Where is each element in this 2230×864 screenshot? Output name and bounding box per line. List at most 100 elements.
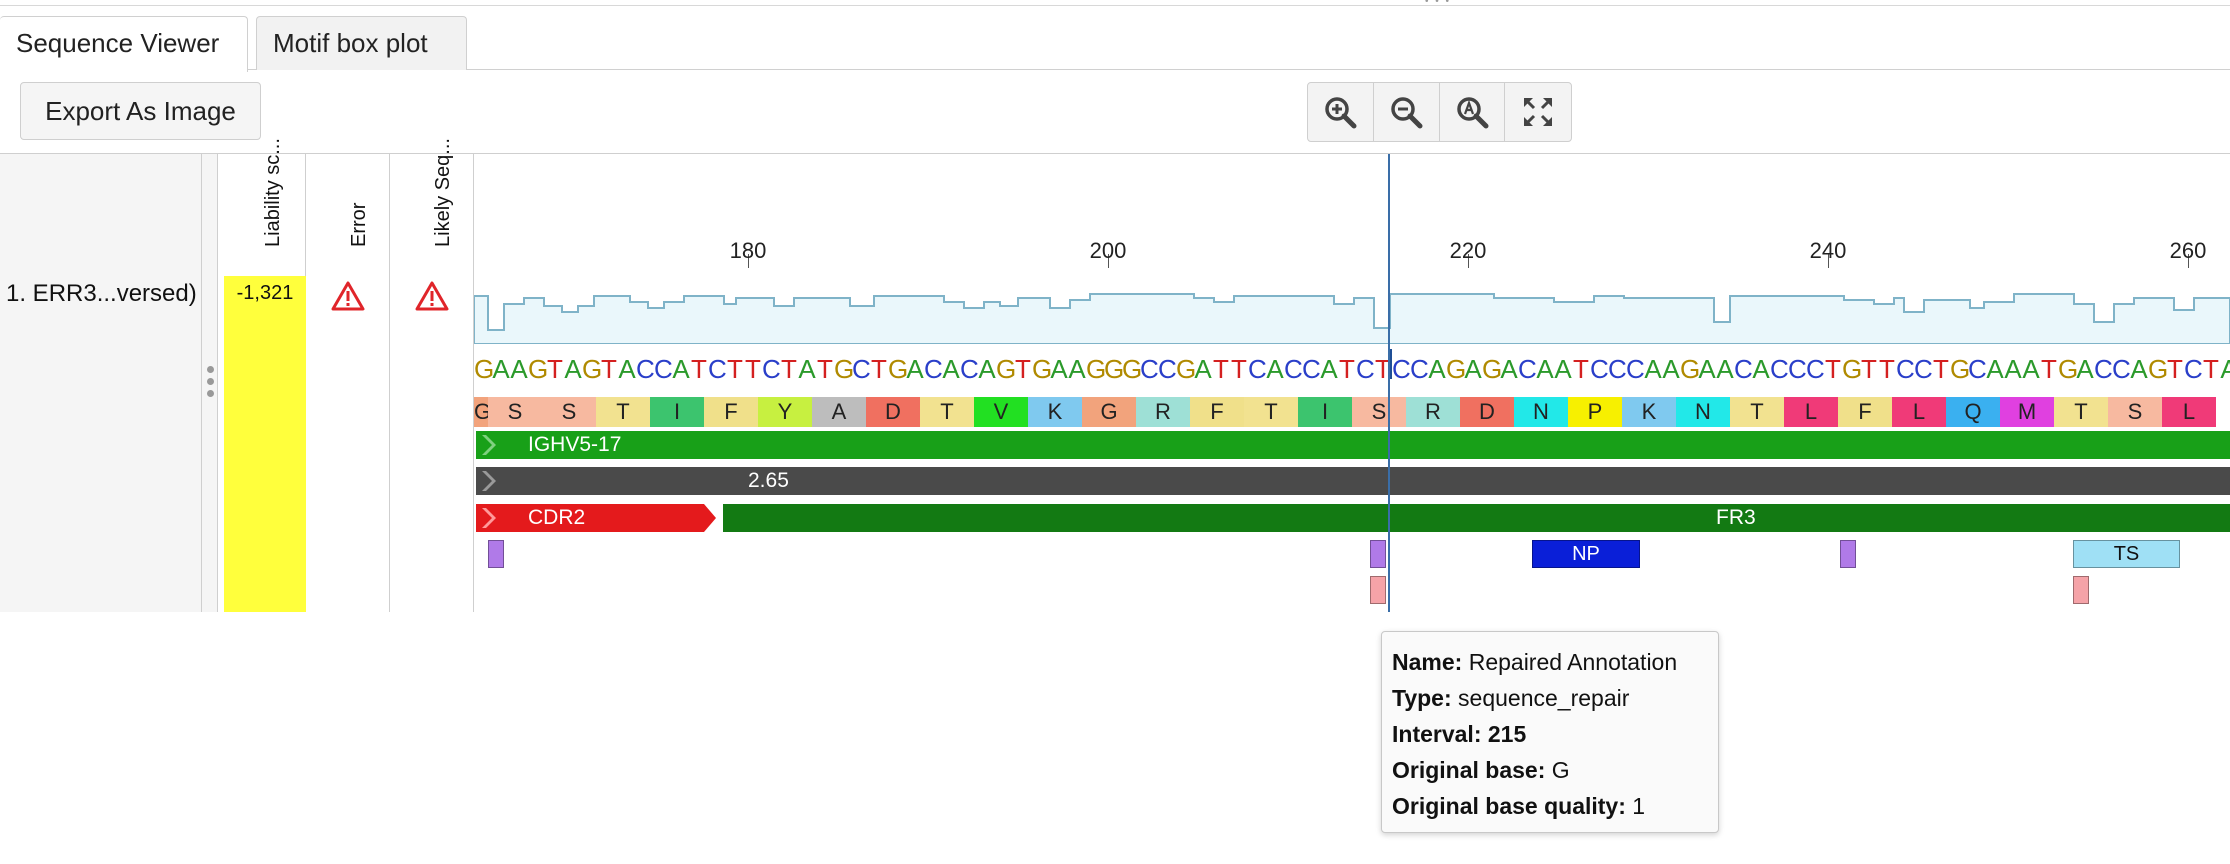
nucleotide: T — [2167, 354, 2183, 384]
nucleotide: C — [1734, 354, 1753, 384]
nucleotide: G — [1842, 354, 1863, 384]
amino-acid: R — [1136, 397, 1190, 427]
tooltip-original-quality-label: Original base quality: — [1392, 793, 1626, 819]
repair-marker[interactable] — [2073, 576, 2089, 604]
germline-gene-bar[interactable]: IGHV5-17 — [476, 431, 2230, 459]
splitter-dot — [207, 366, 214, 373]
liability-score-header[interactable]: Liability sc... — [218, 138, 305, 276]
nucleotide: A — [510, 354, 528, 384]
nucleotide: A — [1536, 354, 1554, 384]
nucleotide: A — [564, 354, 582, 384]
sequence-name[interactable]: 1. ERR3...versed) — [6, 280, 197, 307]
sequence-viewer-canvas[interactable]: 180 200 220 240 260 GAAGTAGTACCATCTTCTAT… — [474, 154, 2230, 612]
nucleotide: G — [1032, 354, 1053, 384]
zoom-in-button[interactable] — [1308, 83, 1374, 141]
motif-marker[interactable] — [1370, 540, 1386, 568]
nucleotide: G — [1122, 354, 1143, 384]
zoom-in-icon — [1325, 97, 1357, 129]
nucleotide: C — [1284, 354, 1303, 384]
nucleotide: C — [1392, 354, 1411, 384]
nucleotide: A — [942, 354, 960, 384]
error-column: Error — [306, 154, 390, 612]
nucleotide: A — [1716, 354, 1734, 384]
fullscreen-button[interactable] — [1505, 83, 1571, 141]
nucleotide: C — [1248, 354, 1267, 384]
nucleotide: A — [1752, 354, 1770, 384]
cdr2-label: CDR2 — [528, 506, 586, 529]
amino-acid: F — [1190, 397, 1244, 427]
amino-acid: L — [1784, 397, 1838, 427]
nucleotide: T — [781, 354, 797, 384]
nucleotide: G — [582, 354, 603, 384]
nucleotide: A — [2130, 354, 2148, 384]
nucleotide: C — [654, 354, 673, 384]
nucleotide: T — [2041, 354, 2057, 384]
cdr2-region-bar[interactable]: CDR2 — [476, 504, 716, 532]
amino-acid: T — [2054, 397, 2108, 427]
nucleotide: A — [618, 354, 636, 384]
top-border — [0, 5, 2230, 6]
ruler-label: 180 — [729, 238, 767, 263]
tab-sequence-viewer[interactable]: Sequence Viewer — [0, 16, 248, 72]
ts-motif[interactable]: TS — [2073, 540, 2180, 568]
fr3-label: FR3 — [1716, 506, 1756, 529]
tooltip-name-value: Repaired Annotation — [1468, 649, 1678, 675]
fr3-region-bar[interactable]: FR3 — [723, 504, 2230, 532]
panel-resize-grip[interactable]: • • • — [1425, 0, 1452, 7]
tooltip-original-quality-row: Original base quality: 1 — [1392, 788, 1708, 824]
nucleotide: C — [1770, 354, 1789, 384]
repair-marker[interactable] — [1370, 576, 1386, 604]
nucleotide: T — [1573, 354, 1589, 384]
nucleotide: A — [1266, 354, 1284, 384]
score-label: 2.65 — [748, 469, 789, 492]
nucleotide: C — [2094, 354, 2113, 384]
column-splitter[interactable] — [202, 154, 218, 612]
amino-acid: I — [1298, 397, 1352, 427]
chevron-right-icon — [482, 508, 496, 528]
export-as-image-button[interactable]: Export As Image — [20, 82, 261, 140]
likely-sequence-header[interactable]: Likely Seq... — [390, 138, 473, 276]
score-bar[interactable]: 2.65 — [476, 467, 2230, 495]
nucleotide: G — [528, 354, 549, 384]
nucleotide: A — [672, 354, 690, 384]
repaired-base-marker[interactable] — [1388, 349, 1392, 379]
nucleotide: C — [1968, 354, 1987, 384]
amino-acid: T — [1244, 397, 1298, 427]
nucleotide: C — [2112, 354, 2131, 384]
nucleotide: A — [1554, 354, 1572, 384]
nucleotide: A — [2022, 354, 2040, 384]
ruler-label: 200 — [1089, 238, 1127, 263]
motif-marker[interactable] — [1840, 540, 1856, 568]
nucleotide: T — [727, 354, 743, 384]
nucleotide-sequence[interactable]: GAAGTAGTACCATCTTCTATGCTGACACAGTGAAGGGCCG… — [474, 354, 2230, 388]
nucleotide: A — [1662, 354, 1680, 384]
nucleotide: G — [474, 354, 495, 384]
tooltip-name-label: Name: — [1392, 649, 1463, 675]
nucleotide: G — [1482, 354, 1503, 384]
nucleotide: A — [1464, 354, 1482, 384]
liability-score-column: Liability sc... -1,321 — [218, 138, 306, 612]
nucleotide: A — [1500, 354, 1518, 384]
nucleotide: A — [1986, 354, 2004, 384]
zoom-out-button[interactable] — [1374, 83, 1440, 141]
tab-motif-box-plot[interactable]: Motif box plot — [256, 16, 467, 70]
warning-triangle-icon — [331, 281, 364, 311]
np-motif[interactable]: NP — [1532, 540, 1640, 568]
amino-acid: D — [1460, 397, 1514, 427]
nucleotide: G — [1086, 354, 1107, 384]
nucleotide: C — [636, 354, 655, 384]
motif-marker[interactable] — [488, 540, 504, 568]
nucleotide: A — [2220, 354, 2230, 384]
zoom-reset-button[interactable] — [1440, 83, 1506, 141]
amino-acid: M — [2000, 397, 2054, 427]
amino-acid: R — [1406, 397, 1460, 427]
chevron-right-icon — [482, 435, 496, 455]
nucleotide: T — [547, 354, 563, 384]
tooltip-original-base-row: Original base: G — [1392, 752, 1708, 788]
amino-acid: S — [542, 397, 596, 427]
amino-acid: Q — [1946, 397, 2000, 427]
nucleotide: G — [888, 354, 909, 384]
liability-score-value: -1,321 — [236, 282, 294, 304]
tooltip-name-row: Name: Repaired Annotation — [1392, 644, 1708, 680]
error-header[interactable]: Error — [306, 154, 389, 276]
